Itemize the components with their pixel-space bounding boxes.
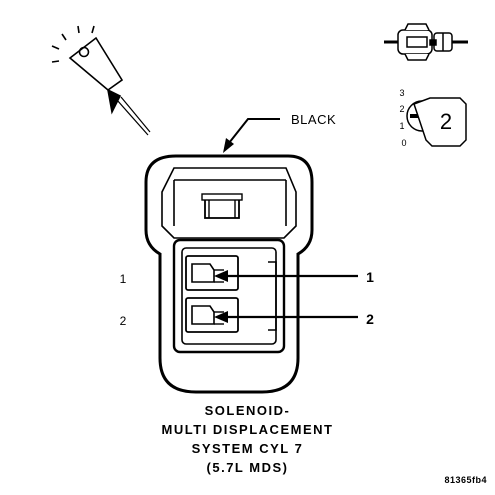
pin-callout-2: 2: [366, 311, 374, 327]
terminal-position-value: 2: [440, 109, 452, 134]
figure-id: 81365fb4: [444, 475, 487, 485]
terminal-2: [191, 305, 215, 325]
wire-color-label: BLACK: [291, 112, 336, 127]
pin-2-callout-arrow: [214, 311, 358, 323]
latch: [204, 197, 240, 219]
scale-label-3: 3: [399, 88, 404, 98]
probe-tool-icon: [51, 25, 151, 136]
cavity-label-1: 1: [120, 272, 127, 286]
scale-label-2: 2: [399, 104, 404, 114]
caption-line-3: SYSTEM CYL 7: [191, 441, 304, 456]
terminal-1: [191, 263, 215, 283]
terminal-icon: [384, 23, 468, 61]
scale-label-1: 1: [399, 121, 404, 131]
caption-line-2: MULTI DISPLACEMENT: [161, 422, 334, 437]
connector-body: [144, 154, 314, 394]
terminal-position-icon: [406, 97, 467, 147]
caption-line-1: SOLENOID-: [204, 403, 291, 418]
cavity-label-2: 2: [120, 314, 127, 328]
wire-color-leader: [223, 118, 280, 153]
scale-label-0: 0: [401, 138, 406, 148]
pin-1-callout-arrow: [214, 270, 358, 282]
pin-callout-1: 1: [366, 269, 374, 285]
caption-line-4: (5.7L MDS): [206, 460, 289, 475]
